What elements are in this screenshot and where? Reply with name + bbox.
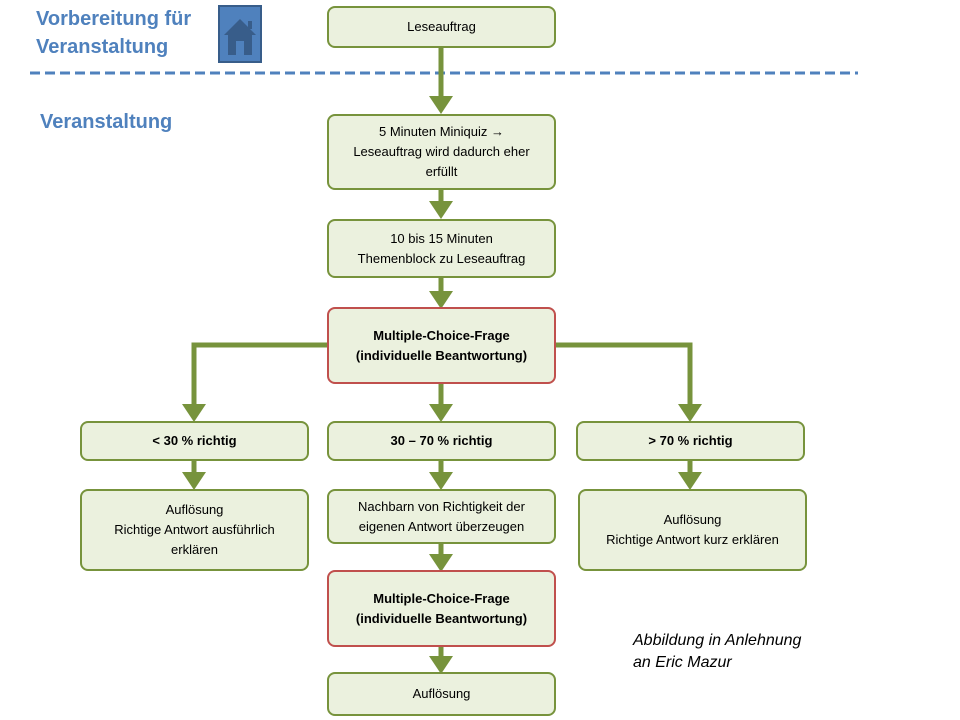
branch-high-box: > 70 % richtig	[576, 421, 805, 461]
miniquiz-box: 5 Minuten Miniquiz → Leseauftrag wird da…	[327, 114, 556, 190]
prep-title-line-2: Veranstaltung	[36, 36, 169, 58]
result-low-line-2: Richtige Antwort ausführlich	[114, 522, 275, 537]
branch-high-label: > 70 % richtig	[648, 433, 733, 448]
topic-block-line-1: 10 bis 15 Minuten	[390, 230, 493, 246]
prep-section-title: Vorbereitung für Veranstaltung	[36, 5, 191, 61]
caption-line-2: an Eric Mazur	[633, 654, 732, 671]
result-mid-line-1: Nachbarn von Richtigkeit der	[358, 498, 525, 514]
mc-question-1-line-1: Multiple-Choice-Frage	[373, 327, 510, 343]
figure-caption: Abbildung in Anlehnung an Eric Mazur	[633, 630, 801, 674]
result-mid-line-2: eigenen Antwort überzeugen	[358, 518, 525, 534]
caption-line-1: Abbildung in Anlehnung	[633, 632, 802, 649]
miniquiz-line-2: Leseauftrag wird dadurch eher	[353, 144, 530, 159]
event-section-title: Veranstaltung	[40, 111, 173, 133]
prep-title-line-1: Vorbereitung für	[36, 8, 192, 30]
home-icon-graphic	[224, 19, 256, 55]
branch-low-label: < 30 % richtig	[152, 433, 237, 448]
mc-question-box-1: Multiple-Choice-Frage (individuelle Bean…	[327, 307, 556, 384]
mc-question-1-line-2: (individuelle Beantwortung)	[355, 347, 528, 363]
topic-block-line-2: Themenblock zu Leseauftrag	[357, 250, 526, 266]
final-resolution-label: Auflösung	[412, 686, 471, 701]
arrowheads	[182, 96, 702, 674]
result-mid-box: Nachbarn von Richtigkeit der eigenen Ant…	[327, 489, 556, 544]
home-icon	[218, 5, 262, 63]
result-low-line-1: Auflösung	[165, 502, 224, 517]
result-high-box: Auflösung Richtige Antwort kurz erklären	[578, 489, 807, 571]
final-resolution-box: Auflösung	[327, 672, 556, 716]
result-low-line-3: erklären	[171, 542, 218, 557]
branch-low-box: < 30 % richtig	[80, 421, 309, 461]
topic-block-box: 10 bis 15 Minuten Themenblock zu Leseauf…	[327, 219, 556, 278]
miniquiz-line-1: 5 Minuten Miniquiz →	[379, 124, 504, 139]
miniquiz-line-3: erfüllt	[425, 164, 458, 179]
reading-task-label: Leseauftrag	[407, 19, 476, 34]
result-high-line-1: Auflösung	[663, 512, 722, 527]
mc-question-2-line-1: Multiple-Choice-Frage	[373, 590, 510, 606]
branch-mid-box: 30 – 70 % richtig	[327, 421, 556, 461]
mc-question-box-2: Multiple-Choice-Frage (individuelle Bean…	[327, 570, 556, 647]
reading-task-box: Leseauftrag	[327, 6, 556, 48]
result-high-line-2: Richtige Antwort kurz erklären	[606, 532, 779, 547]
branch-mid-label: 30 – 70 % richtig	[390, 433, 493, 448]
mc-question-2-line-2: (individuelle Beantwortung)	[355, 610, 528, 626]
result-low-box: Auflösung Richtige Antwort ausführlich e…	[80, 489, 309, 571]
